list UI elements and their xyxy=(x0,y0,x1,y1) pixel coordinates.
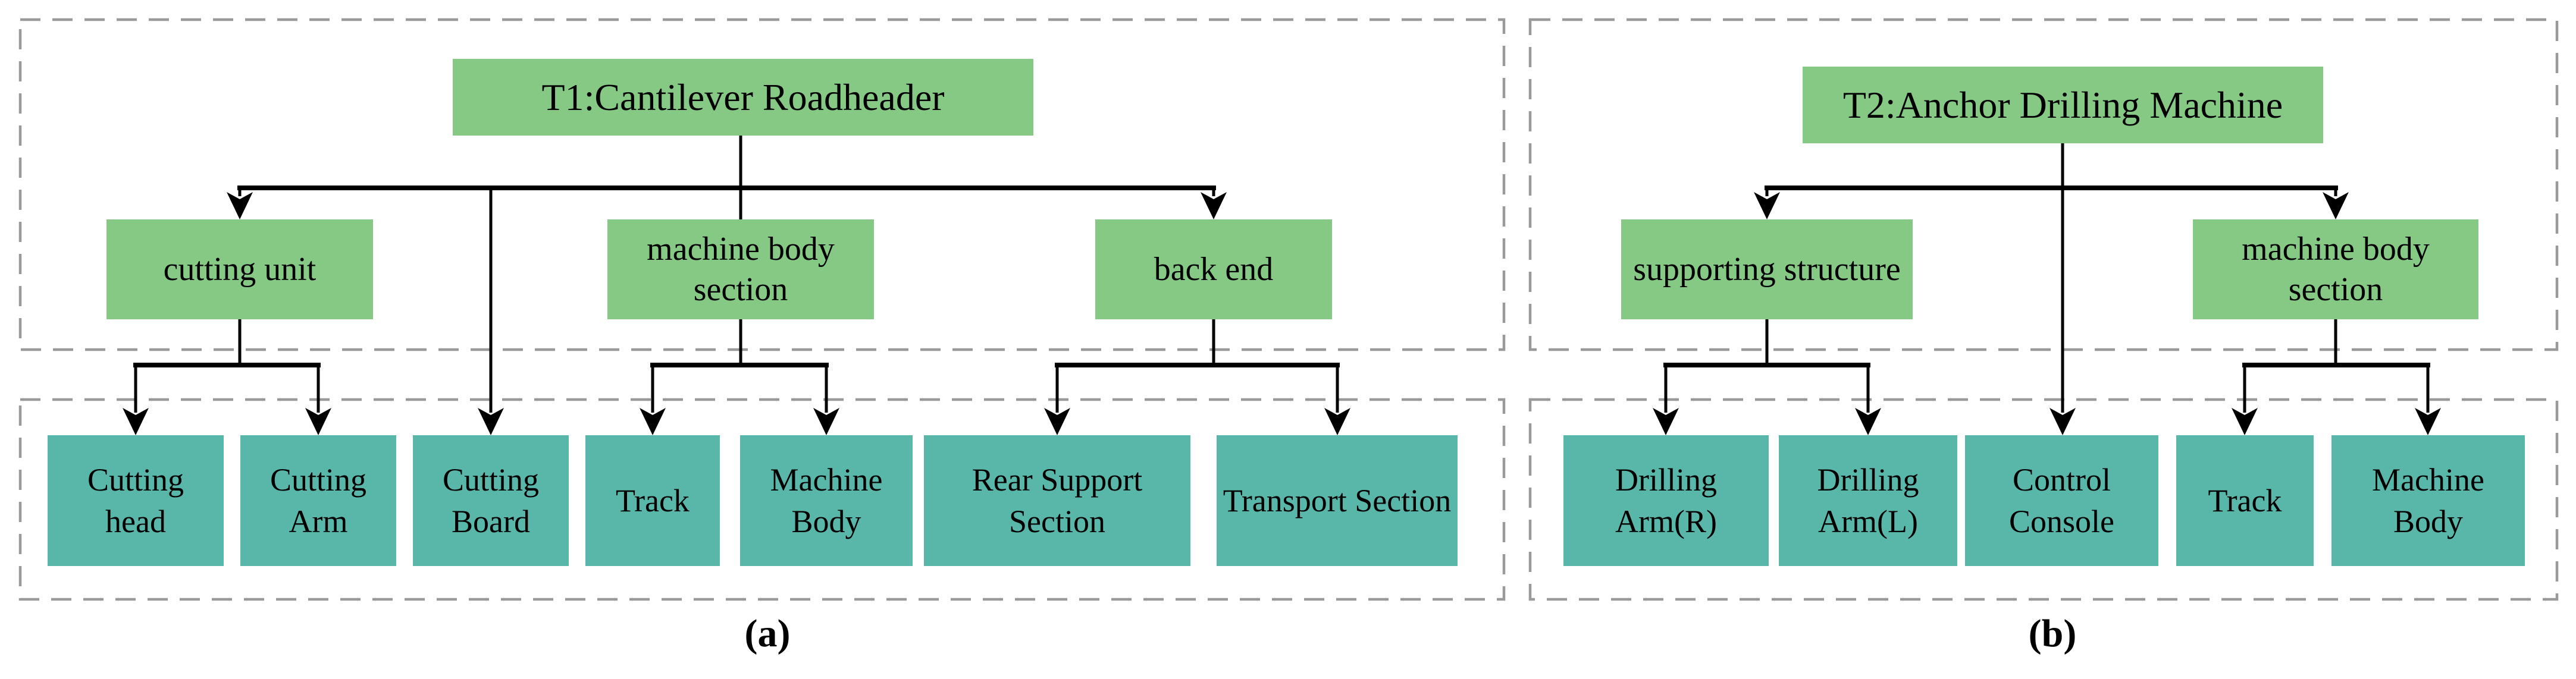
node-drilling-arm-l: Drilling Arm(L) xyxy=(1779,435,1957,566)
node-control-console: Control Console xyxy=(1965,435,2158,566)
panel-a-caption: (a) xyxy=(744,612,791,655)
node-t1-root: T1:Cantilever Roadheader xyxy=(453,59,1033,136)
panel-b-caption: (b) xyxy=(2028,612,2077,655)
panel-b-upper-dashed-box xyxy=(1528,18,2559,351)
node-rear-support-section: Rear Support Section xyxy=(924,435,1190,566)
node-machine-body-a: Machine Body xyxy=(740,435,913,566)
node-cutting-unit: cutting unit xyxy=(106,219,373,319)
node-t2-root: T2:Anchor Drilling Machine xyxy=(1803,67,2323,143)
panel-a-lower-dashed-box xyxy=(18,398,1506,601)
panel-a-connectors xyxy=(123,136,1350,435)
panel-b-connectors xyxy=(1653,143,2441,435)
node-drilling-arm-r: Drilling Arm(R) xyxy=(1563,435,1769,566)
node-machine-body-b: Machine Body xyxy=(2331,435,2525,566)
node-back-end: back end xyxy=(1095,219,1332,319)
node-transport-section: Transport Section xyxy=(1217,435,1458,566)
node-cutting-arm: Cutting Arm xyxy=(240,435,396,566)
node-cutting-board: Cutting Board xyxy=(413,435,569,566)
node-track-a: Track xyxy=(585,435,720,566)
panel-b-lower-dashed-box xyxy=(1528,398,2559,601)
panel-a-upper-dashed-box xyxy=(18,18,1506,351)
node-cutting-head: Cutting head xyxy=(48,435,224,566)
node-track-b: Track xyxy=(2176,435,2314,566)
dashed-group-boxes xyxy=(18,18,2559,601)
node-machine-body-section-b: machine body section xyxy=(2193,219,2478,319)
node-machine-body-section-a: machine body section xyxy=(607,219,874,319)
node-supporting-structure: supporting structure xyxy=(1621,219,1913,319)
